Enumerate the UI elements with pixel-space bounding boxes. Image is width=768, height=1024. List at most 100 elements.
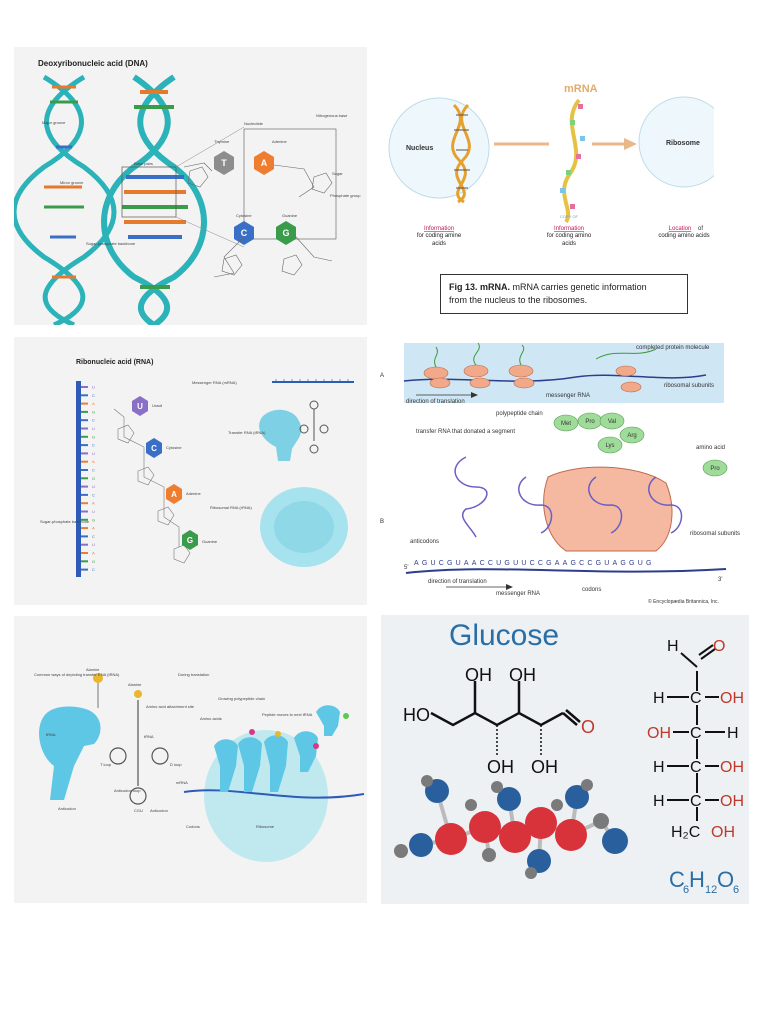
glucose-ho: HO bbox=[403, 705, 430, 725]
fischer-row2-c: C bbox=[690, 725, 702, 742]
dna-label-guanine: Guanine bbox=[282, 213, 298, 218]
alanine-1: Alanine bbox=[86, 667, 100, 672]
location-of: of bbox=[698, 226, 703, 232]
direction-translation-b: direction of translation bbox=[428, 579, 487, 585]
peptide-moves-label: Peptide moves to next tRNA bbox=[262, 712, 313, 717]
messenger-rna-a: messenger RNA bbox=[546, 393, 590, 399]
formula-c: C bbox=[669, 867, 685, 892]
ribosome-label: Ribosome bbox=[256, 824, 275, 829]
rna-strand-letter: C bbox=[92, 567, 95, 572]
britannica-credit: © Encyclopædia Britannica, Inc. bbox=[648, 598, 719, 605]
dna-illustration: T A C G Major groove Minor groove Sugar-… bbox=[14, 74, 361, 325]
polypeptide-label: polypeptide chain bbox=[496, 411, 543, 417]
trna-title-left: Common ways of depicting transfer RNA (t… bbox=[34, 672, 120, 677]
rna-strand-letter: A bbox=[92, 551, 95, 556]
rna-label-messenger: Messenger RNA (mRNA) bbox=[192, 380, 237, 385]
mrna-diagram: mRNA Nucleus Ribosome COPY OF Informatio… bbox=[388, 83, 714, 232]
fischer-h-top: H bbox=[667, 638, 679, 655]
trna-donated-label: transfer RNA that donated a segment bbox=[416, 429, 515, 435]
dna-label-nucleotide: Nucleotide bbox=[244, 121, 264, 126]
attachment-site: Amino acid attachment site bbox=[146, 704, 195, 709]
rna-strand-letter: A bbox=[92, 526, 95, 531]
dna-label-thymine: Thymine bbox=[214, 139, 230, 144]
rna-label-transfer: Transfer RNA (tRNA) bbox=[228, 430, 266, 435]
rna-strand-letter: U bbox=[92, 451, 95, 456]
fig-caption-bold: Fig 13. mRNA. bbox=[449, 282, 511, 292]
molecular-formula: C 6 H 12 O 6 bbox=[669, 867, 739, 896]
glucose-o: O bbox=[581, 717, 595, 737]
translation-panel: A B completed protein molecule ribosomal… bbox=[376, 337, 758, 605]
glucose-oh-2: OH bbox=[509, 665, 536, 685]
mrna-panel: mRNA Nucleus Ribosome COPY OF Informatio… bbox=[384, 70, 714, 320]
rna-strand-letter: A bbox=[92, 501, 95, 506]
dna-label-minor-groove: Minor groove bbox=[60, 180, 84, 185]
trna-label-2: tRNA bbox=[144, 734, 154, 739]
fig-caption-box: Fig 13. mRNA. mRNA carries genetic infor… bbox=[440, 274, 688, 314]
formula-12: 12 bbox=[705, 884, 717, 896]
dna-panel: Deoxyribonucleic acid (DNA) bbox=[14, 47, 367, 325]
formula-o: O bbox=[717, 867, 734, 892]
fig-caption-line1: mRNA carries genetic information bbox=[512, 282, 647, 292]
glucose-title: Glucose bbox=[449, 619, 560, 652]
dna-label-nitrogenous-base: Nitrogenous base bbox=[316, 113, 348, 118]
rna-strand-letter: G bbox=[92, 476, 95, 481]
rna-label-cytosine: Cytosine bbox=[166, 445, 182, 450]
glucose-oh-3: OH bbox=[487, 757, 514, 777]
rna-strand-letter: A bbox=[92, 401, 95, 406]
rna-strand-letter: G bbox=[92, 409, 95, 414]
location-keyword: Location bbox=[669, 226, 692, 232]
trna-label-1: tRNA bbox=[46, 732, 56, 737]
codons-label: codons bbox=[582, 587, 601, 593]
amino-acid-label: amino acid bbox=[696, 445, 725, 451]
fischer-row4-left: H bbox=[653, 793, 665, 810]
dna-title: Deoxyribonucleic acid (DNA) bbox=[38, 59, 148, 68]
anticodon-loop-label: Anticodon loop bbox=[114, 788, 141, 793]
rna-base-u: U bbox=[137, 402, 143, 411]
dna-base-g: G bbox=[282, 228, 289, 238]
rna-strand-letter: U bbox=[92, 509, 95, 514]
fischer-row5-left: H₂C bbox=[671, 824, 700, 841]
fischer-projection: H O H C OH OH C H H C OH H C OH H₂C OH bbox=[647, 638, 744, 841]
dna-base-c: C bbox=[241, 228, 248, 238]
mrna-heading: mRNA bbox=[564, 83, 598, 95]
rna-strand-letter: G bbox=[92, 517, 95, 522]
rna-label-adenine: Adenine bbox=[186, 491, 201, 496]
dna-label-backbone: Sugar-phosphate backbone bbox=[86, 241, 136, 246]
completed-protein-label: completed protein molecule bbox=[636, 345, 710, 351]
dna-label-cytosine: Cytosine bbox=[236, 213, 252, 218]
dna-label-adenine: Adenine bbox=[272, 139, 287, 144]
dloop-label: D loop bbox=[170, 762, 182, 767]
glucose-panel: Glucose OH OH OH OH HO O bbox=[381, 615, 749, 904]
codons-label: Codons bbox=[186, 824, 200, 829]
dna-label-base-pairs: Base pairs bbox=[134, 161, 153, 166]
amino-met: Met bbox=[561, 421, 571, 427]
rna-strand-letter: C bbox=[92, 418, 95, 423]
location-rest: coding amino acids bbox=[658, 233, 710, 239]
copy-of-label: COPY OF bbox=[560, 214, 578, 219]
five-prime: 5' bbox=[404, 565, 408, 571]
fischer-row3-left: H bbox=[653, 759, 665, 776]
rna-strand-letter: C bbox=[92, 468, 95, 473]
amino-acids-label: Amino acids bbox=[200, 716, 222, 721]
rna-strand-letter: U bbox=[92, 426, 95, 431]
rna-strand-letter: G bbox=[92, 434, 95, 439]
nucleus-label: Nucleus bbox=[406, 145, 433, 152]
ribosomal-subunits-b: ribosomal subunits bbox=[690, 531, 740, 537]
formula-6b: 6 bbox=[733, 884, 739, 896]
fischer-row2-right: H bbox=[727, 725, 739, 742]
rna-strand-letter: C bbox=[92, 393, 95, 398]
rna-base-c: C bbox=[151, 444, 157, 453]
mrna-label: mRNA bbox=[176, 780, 188, 785]
label-a: A bbox=[380, 373, 384, 379]
fischer-row1-right: OH bbox=[720, 690, 744, 707]
fischer-row1-c: C bbox=[690, 690, 702, 707]
trna-panel: Common ways of depicting transfer RNA (t… bbox=[14, 616, 367, 903]
rna-base-g: G bbox=[187, 536, 193, 545]
trna-illustration: Common ways of depicting transfer RNA (t… bbox=[34, 667, 365, 862]
formula-h: H bbox=[689, 867, 705, 892]
glucose-structures: OH OH OH OH HO O bbox=[394, 638, 744, 896]
fischer-row3-c: C bbox=[690, 759, 702, 776]
formula-6a: 6 bbox=[683, 884, 689, 896]
fischer-o-top: O bbox=[713, 638, 725, 655]
